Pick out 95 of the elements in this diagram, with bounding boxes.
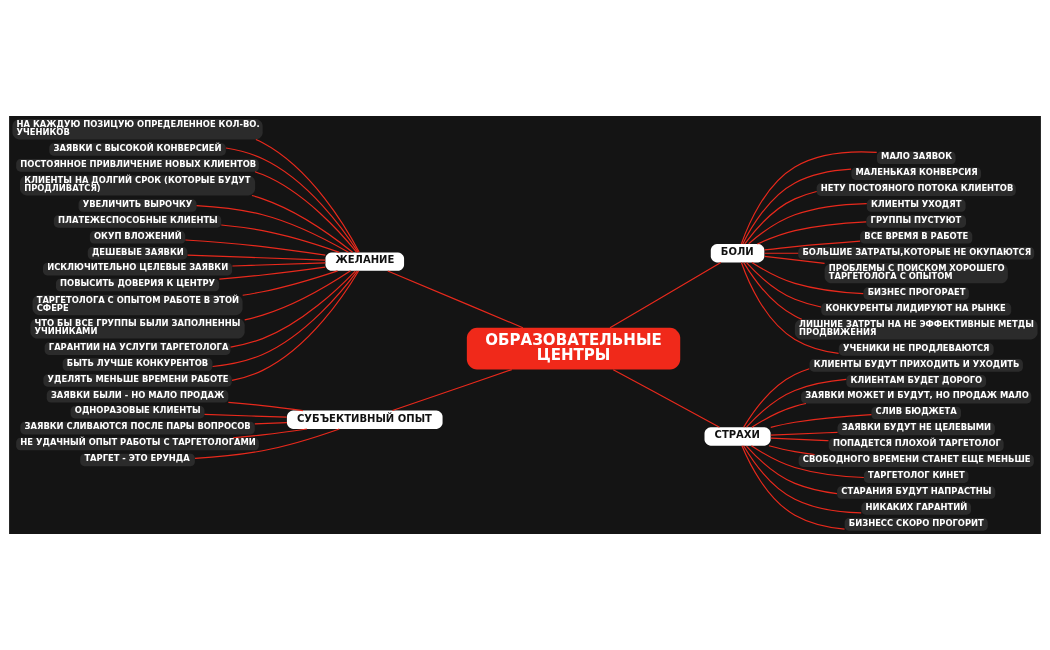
connector — [194, 428, 340, 459]
node-box: ПОСТОЯННОЕ ПРИВЛИЧЕНИЕ НОВЫХ КЛИЕНТОВ — [16, 159, 259, 172]
node-box: СУБЪЕКТИВНЫЙ ОПЫТ — [286, 410, 443, 429]
node-box: БОЛИ — [710, 244, 765, 263]
node-box: ОДНОРАЗОВЫЕ КЛИЕНТЫ — [70, 405, 205, 419]
connector — [763, 252, 799, 254]
connector — [254, 422, 288, 425]
node-box: БЫТЬ ЛУЧШЕ КОНКУРЕНТОВ — [62, 358, 213, 371]
connector — [231, 270, 360, 381]
node-box: СТРАХИ — [704, 427, 771, 446]
connector — [756, 221, 867, 245]
connector — [212, 270, 358, 368]
connector — [232, 428, 308, 439]
node-box: ДЕШЕВЫЕ ЗАЯВКИ — [87, 246, 188, 260]
connector — [750, 445, 865, 479]
node-box: УДЕЛЯТЬ МЕНЬШЕ ВРЕМЕНИ РАБОТЕ — [43, 374, 232, 387]
node-box: КЛИЕНТЫ НА ДОЛГИЙ СРОК (КОТОРЫЕ БУДУТ ПРОДЛИВАТСЯ) — [19, 175, 256, 196]
connector — [203, 413, 288, 418]
connector — [255, 138, 360, 253]
node-box: ПЛАТЕЖЕСПОСОБНЫЕ КЛИЕНТЫ — [53, 215, 222, 228]
connector — [244, 270, 352, 321]
node-box: НА КАЖДУЮ ПОЗИЦУЮ ОПРЕДЕЛЕННОЕ КОЛ-ВО. УЧЕНИКОВ — [12, 119, 263, 140]
node-box: СЛИВ БЮДЖЕТА — [871, 406, 961, 420]
node-box: НЕТУ ПОСТОЯНОГО ПОТОКА КЛИЕНТОВ — [816, 183, 1016, 196]
node-box: КЛИЕНТАМ БУДЕТ ДОРОГО — [846, 375, 987, 388]
connector — [743, 368, 810, 428]
connector — [187, 254, 326, 261]
connector — [741, 445, 846, 530]
node-box: НЕ УДАЧНЫЙ ОПЫТ РАБОТЫ С ТАРГЕТОЛОГАМИ — [16, 437, 259, 451]
connector — [225, 147, 359, 253]
node-box: ОБРАЗОВАТЕЛЬНЫЕ ЦЕНТРЫ — [466, 327, 681, 370]
node-box: НИКАКИХ ГАРАНТИЙ — [861, 502, 972, 515]
connector — [751, 261, 864, 295]
connector — [218, 266, 326, 280]
connector — [740, 261, 840, 354]
node-box: ПРОБЛЕМЫ С ПОИСКОМ ХОРОШЕГО ТАРГЕТОЛОГА С ОПЫТОМ — [824, 263, 1008, 284]
node-box: СТАРАНИЯ БУДУТ НАПРАСТНЫ — [837, 486, 996, 499]
connector — [609, 261, 722, 329]
node-box: ЗАЯВКИ СЛИВАЮТСЯ ПОСЛЕ ПАРЫ ВОПРОСОВ — [20, 421, 255, 435]
node-box: ИСКЛЮЧИТЕЛЬНО ЦЕЛЕВЫЕ ЗАЯВКИ — [43, 262, 233, 276]
node-box: ТАРГЕТ - ЭТО ЕРУНДА — [80, 453, 195, 467]
node-box: ТАРГЕТОЛОГА С ОПЫТОМ РАБОТЕ В ЭТОЙ СФЕРЕ — [32, 295, 243, 316]
connector — [227, 401, 304, 412]
node-box: ЗАЯВКИ БЫЛИ - НО МАЛО ПРОДАЖ — [46, 390, 229, 403]
node-box: УЧЕНИКИ НЕ ПРОДЛЕВАЮТСЯ — [838, 343, 994, 356]
connector — [242, 270, 339, 296]
node-box: КЛИЕНТЫ БУДУТ ПРИХОДИТЬ И УХОДИТЬ — [809, 359, 1023, 372]
node-box: ВСЕ ВРЕМЯ В РАБОТЕ — [860, 231, 973, 244]
node-box: ТАРГЕТОЛОГ КИНЕТ — [863, 470, 969, 483]
node-box: БИЗНЕС ПРОГОРАЕТ — [863, 287, 969, 300]
connector — [231, 262, 326, 267]
node-box: УВЕЛИЧИТЬ ВЫРОЧКУ — [78, 199, 197, 212]
node-box: ЧТО БЫ ВСЕ ГРУППЫ БЫЛИ ЗАПОЛНЕННЫ УЧИНИКАМИ — [30, 318, 245, 339]
connector — [748, 203, 868, 245]
connector — [745, 262, 822, 308]
node-box: ЖЕЛАНИЕ — [325, 252, 405, 271]
connector — [744, 190, 818, 245]
connector — [742, 168, 852, 245]
connector — [391, 369, 513, 412]
connector — [196, 204, 350, 253]
connector — [184, 239, 326, 256]
connector — [254, 171, 358, 253]
connector — [740, 151, 878, 245]
connector — [745, 378, 847, 428]
node-box: ГАРАНТИИ НА УСЛУГИ ТАРГЕТОЛОГА — [44, 342, 231, 355]
node-box: ЗАЯВКИ МОЖЕТ И БУДУТ, НО ПРОДАЖ МАЛО — [801, 390, 1032, 404]
connector — [763, 255, 826, 264]
node-box: ПОВЫСИТЬ ДОВЕРИЯ К ЦЕНТРУ — [55, 278, 220, 292]
node-box: ЗАЯВКИ С ВЫСОКОЙ КОНВЕРСИЕЙ — [49, 143, 226, 156]
node-box: СВОБОДНОГО ВРЕМЕНИ СТАНЕТ ЕЩЕ МЕНЬШЕ — [798, 454, 1034, 468]
connector — [763, 240, 861, 251]
connector — [220, 224, 340, 253]
connector — [251, 194, 354, 253]
connector — [770, 431, 839, 436]
node-box: БОЛЬШИЕ ЗАТРАТЫ,КОТОРЫЕ НЕ ОКУПАЮТСЯ — [798, 246, 1035, 260]
node-box: БИЗНЕСС СКОРО ПРОГОРИТ — [844, 518, 988, 531]
connector — [742, 445, 862, 514]
connector — [770, 437, 830, 442]
node-box: МАЛЕНЬКАЯ КОНВЕРСИЯ — [851, 167, 982, 180]
node-box: ЛИШНИЕ ЗАТРТЫ НА НЕ ЭФФЕКТИВНЫЕ МЕТДЫ ПРОДВИЖЕНИЯ — [794, 319, 1038, 340]
connector — [743, 262, 803, 320]
connector — [751, 402, 807, 428]
connector — [387, 270, 524, 329]
connector — [768, 445, 816, 456]
node-box: ОКУП ВЛОЖЕНИЙ — [89, 231, 186, 244]
node-box: ЗАЯВКИ БУДУТ НЕ ЦЕЛЕВЫМИ — [837, 422, 995, 436]
connector — [745, 445, 838, 495]
node-box: КОНКУРЕНТЫ ЛИДИРУЮТ НА РЫНКЕ — [821, 303, 1012, 316]
node-box: МАЛО ЗАЯВОК — [876, 151, 956, 165]
node-box: ПОПАДЕТСЯ ПЛОХОЙ ТАРГЕТОЛОГ — [828, 438, 1004, 452]
node-box: ГРУППЫ ПУСТУЮТ — [866, 215, 966, 228]
node-box: КЛИЕНТЫ УХОДЯТ — [866, 199, 966, 212]
connector — [230, 270, 356, 348]
connector — [612, 369, 721, 428]
connector — [770, 414, 872, 428]
